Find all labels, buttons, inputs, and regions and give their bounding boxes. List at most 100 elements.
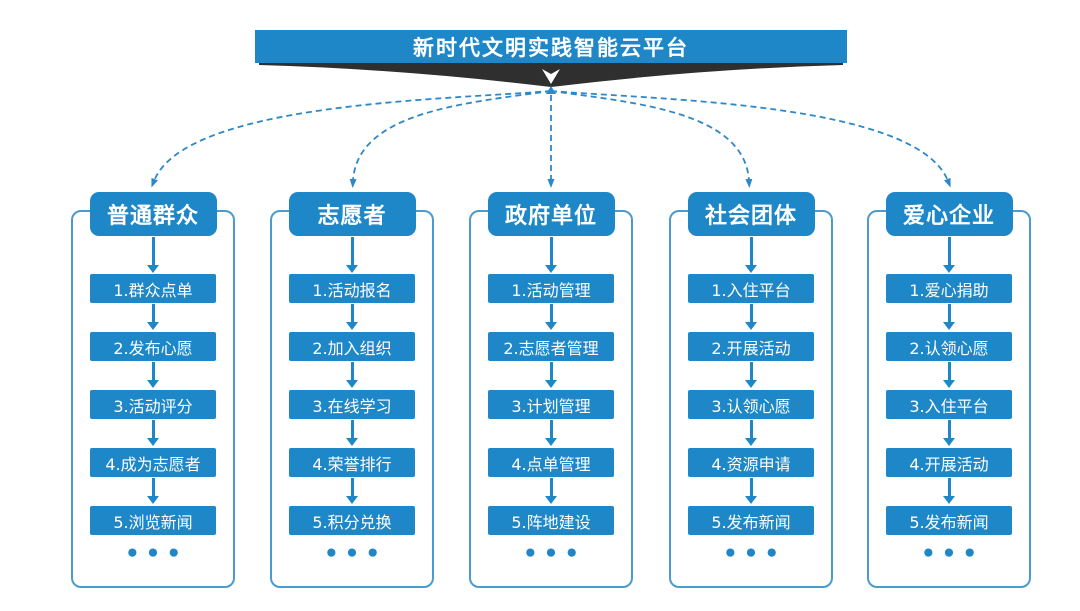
role-column-3: 政府单位 1.活动管理 2.志愿者管理 3.计划管理 4.点单管理 5.阵地建设… (469, 192, 633, 588)
arrow-stem (151, 478, 155, 496)
down-arrow-icon (943, 362, 955, 388)
arrow-stem (549, 362, 553, 380)
arrow-head (943, 265, 955, 273)
more-items-ellipsis: ••• (124, 541, 188, 567)
arrow-head (545, 438, 557, 446)
arrow-stem (749, 362, 753, 380)
role-column-4: 社会团体 1.入住平台 2.开展活动 3.认领心愿 4.资源申请 5.发布新闻 … (669, 192, 833, 588)
arrow-head (147, 380, 159, 388)
flow-step-box: 1.爱心捐助 (886, 274, 1012, 303)
column-header: 志愿者 (288, 192, 416, 236)
column-header: 爱心企业 (885, 192, 1013, 236)
flow-step-box: 1.入住平台 (688, 274, 814, 303)
arrow-stem (350, 237, 354, 265)
down-arrow-icon (943, 304, 955, 330)
down-arrow-icon (346, 478, 358, 504)
arrow-head (147, 322, 159, 330)
down-arrow-icon (545, 362, 557, 388)
arrow-head (346, 380, 358, 388)
arrow-stem (947, 237, 951, 265)
flow-step-box: 5.发布新闻 (688, 506, 814, 535)
down-arrow-icon (745, 478, 757, 504)
arrow-stem (947, 304, 951, 322)
arrow-head (545, 496, 557, 504)
fan-arrow-to-column-2 (349, 90, 552, 188)
arrow-stem (350, 420, 354, 438)
down-arrow-icon (745, 420, 757, 446)
arrow-head (545, 265, 557, 273)
down-arrow-icon (147, 362, 159, 388)
flow-step-box: 1.活动报名 (289, 274, 415, 303)
flow-step-box: 3.认领心愿 (688, 390, 814, 419)
arrow-head (943, 496, 955, 504)
column-header: 社会团体 (687, 192, 815, 236)
flow-step-box: 5.发布新闻 (886, 506, 1012, 535)
arrow-stem (549, 420, 553, 438)
arrow-head (745, 265, 757, 273)
platform-title: 新时代文明实践智能云平台 (413, 35, 689, 60)
flow-step-box: 3.在线学习 (289, 390, 415, 419)
flow-step-box: 2.志愿者管理 (488, 332, 614, 361)
down-arrow-icon (943, 420, 955, 446)
down-arrow-icon (147, 478, 159, 504)
down-arrow-icon (745, 362, 757, 388)
down-arrow-icon (943, 237, 955, 273)
arrow-head (346, 322, 358, 330)
arrow-stem (749, 478, 753, 496)
banner-chevron-down-icon (542, 69, 560, 84)
down-arrow-icon (545, 237, 557, 273)
arrow-head (147, 438, 159, 446)
down-arrow-icon (545, 478, 557, 504)
fan-arrow-to-column-4 (550, 90, 753, 188)
arrow-head (943, 322, 955, 330)
arrow-stem (350, 478, 354, 496)
arrow-head (745, 322, 757, 330)
flow-step-box: 3.入住平台 (886, 390, 1012, 419)
arrow-stem (947, 420, 951, 438)
down-arrow-icon (545, 420, 557, 446)
arrow-head (147, 265, 159, 273)
arrow-stem (749, 420, 753, 438)
more-items-ellipsis: ••• (920, 541, 984, 567)
flow-step-box: 3.活动评分 (90, 390, 216, 419)
role-columns-row: 普通群众 1.群众点单 2.发布心愿 3.活动评分 4.成为志愿者 5.浏览新闻… (0, 192, 1080, 588)
flow-step-box: 3.计划管理 (488, 390, 614, 419)
down-arrow-icon (545, 304, 557, 330)
flow-step-box: 4.资源申请 (688, 448, 814, 477)
flow-step-box: 4.点单管理 (488, 448, 614, 477)
arrow-head (943, 438, 955, 446)
flow-step-box: 5.浏览新闻 (90, 506, 216, 535)
fan-origin-arrow-icon (546, 86, 556, 94)
down-arrow-icon (745, 237, 757, 273)
platform-title-banner: 新时代文明实践智能云平台 (255, 30, 847, 63)
arrow-head (346, 438, 358, 446)
down-arrow-icon (147, 237, 159, 273)
arrow-stem (549, 478, 553, 496)
arrow-head (745, 438, 757, 446)
column-header: 政府单位 (487, 192, 615, 236)
fan-arrow-to-column-5 (550, 90, 951, 188)
arrow-stem (947, 478, 951, 496)
role-column-1: 普通群众 1.群众点单 2.发布心愿 3.活动评分 4.成为志愿者 5.浏览新闻… (71, 192, 235, 588)
arrow-stem (151, 362, 155, 380)
flow-step-box: 4.荣誉排行 (289, 448, 415, 477)
arrow-stem (151, 237, 155, 265)
arrow-head (147, 496, 159, 504)
flow-step-box: 1.群众点单 (90, 274, 216, 303)
down-arrow-icon (346, 237, 358, 273)
arrow-head (545, 380, 557, 388)
arrow-head (745, 380, 757, 388)
flow-step-box: 2.认领心愿 (886, 332, 1012, 361)
flow-step-box: 1.活动管理 (488, 274, 614, 303)
arrow-stem (749, 304, 753, 322)
arrow-head (346, 265, 358, 273)
down-arrow-icon (147, 304, 159, 330)
flow-step-box: 2.加入组织 (289, 332, 415, 361)
arrow-head (545, 322, 557, 330)
down-arrow-icon (943, 478, 955, 504)
column-header: 普通群众 (89, 192, 217, 236)
more-items-ellipsis: ••• (722, 541, 786, 567)
arrow-stem (549, 304, 553, 322)
arrow-head (346, 496, 358, 504)
